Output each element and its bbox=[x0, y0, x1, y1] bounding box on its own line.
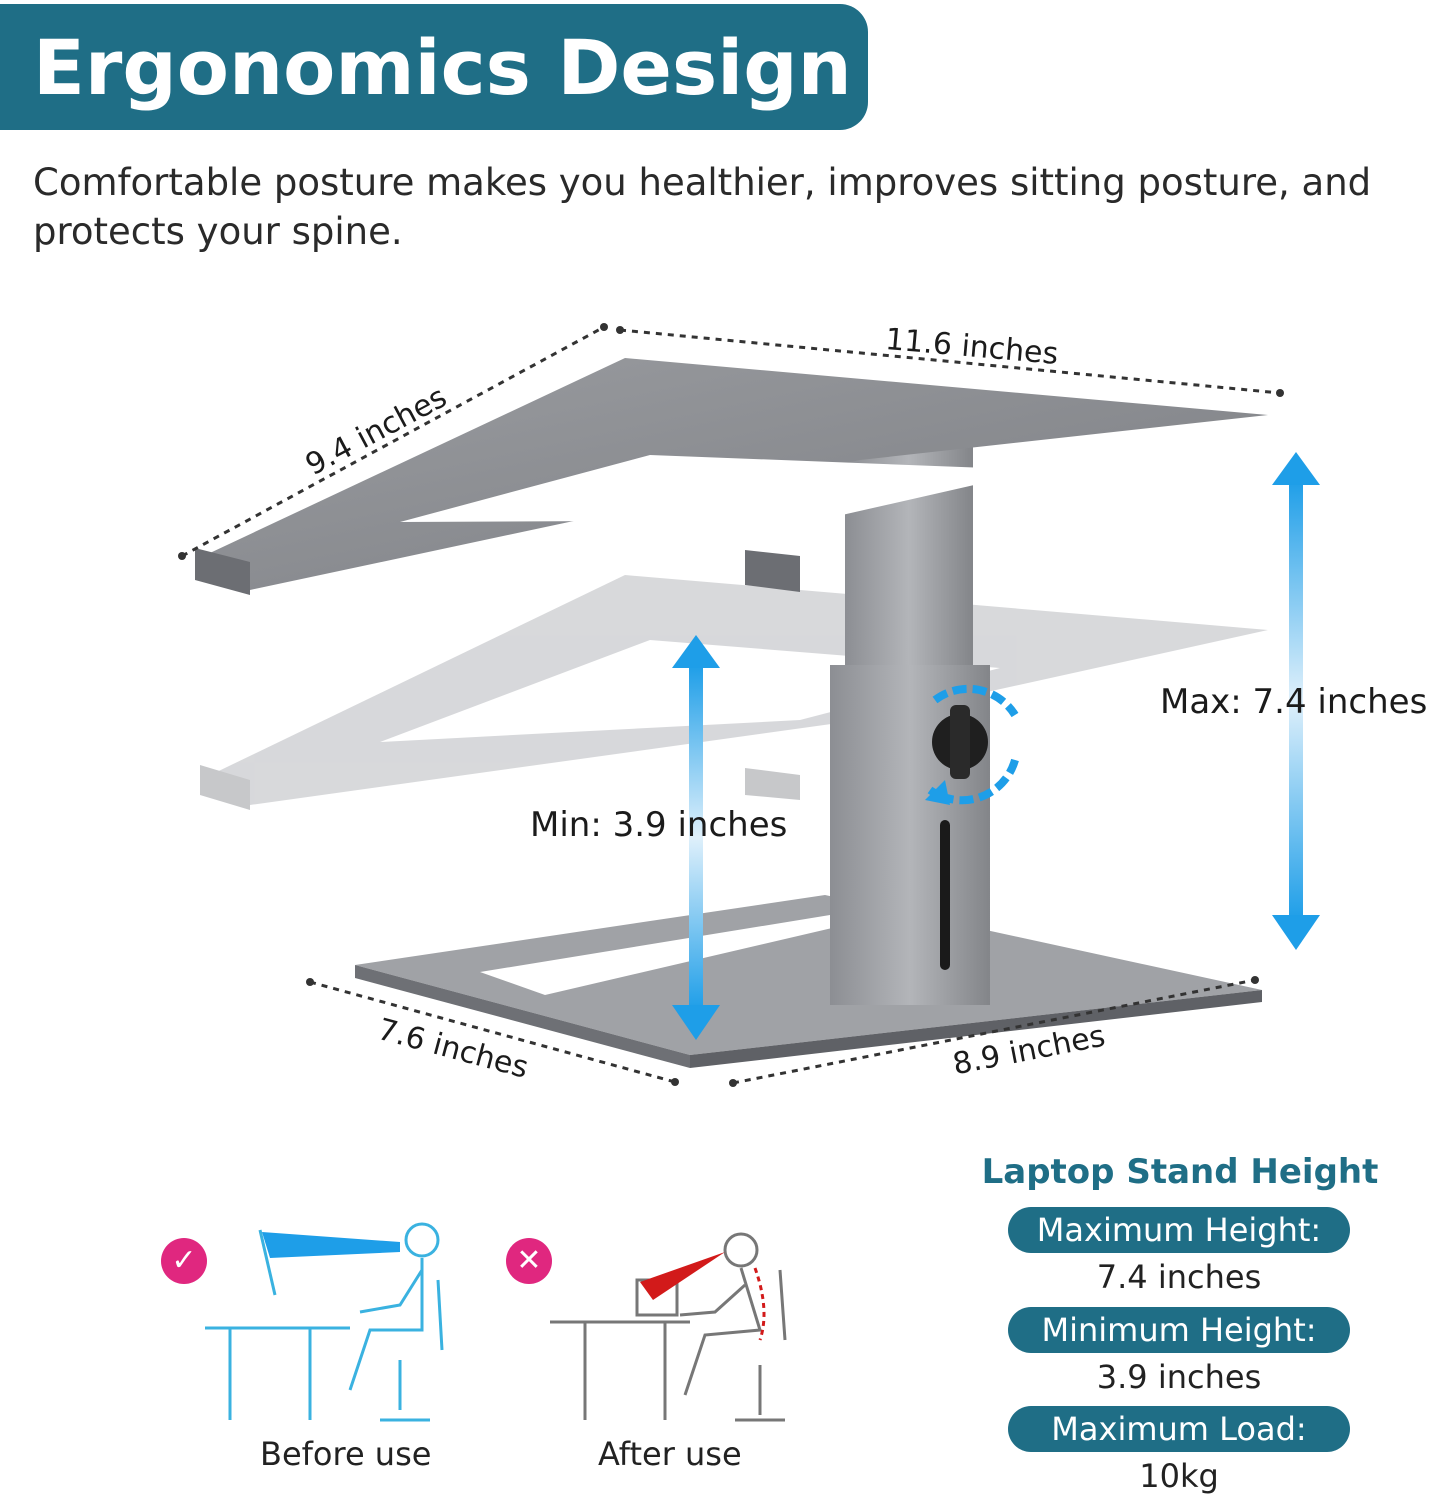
spec-value-max-load: 10kg bbox=[1139, 1457, 1219, 1495]
laptop-stand-illustration bbox=[178, 323, 1320, 1087]
dimension-lines bbox=[181, 325, 1281, 1085]
stand-tray-lowered bbox=[200, 575, 1268, 810]
cross-icon: ✕ bbox=[506, 1238, 552, 1284]
good-posture-illustration bbox=[205, 1222, 444, 1422]
spec-heading: Laptop Stand Height bbox=[981, 1152, 1379, 1192]
adjustment-knob bbox=[925, 684, 1019, 805]
stand-base bbox=[355, 895, 1262, 1068]
after-use-caption: After use bbox=[598, 1435, 742, 1473]
spec-label-max-height: Maximum Height: bbox=[1008, 1207, 1350, 1253]
check-icon: ✓ bbox=[161, 1238, 207, 1284]
title-banner: Ergonomics Design bbox=[0, 4, 868, 130]
spec-label-max-load: Maximum Load: bbox=[1008, 1406, 1350, 1452]
height-slot bbox=[940, 820, 950, 970]
spec-value-max-height: 7.4 inches bbox=[1096, 1258, 1262, 1296]
page-subtitle: Comfortable posture makes you healthier,… bbox=[33, 161, 1372, 253]
page-title: Ergonomics Design bbox=[33, 23, 852, 112]
max-height-arrow bbox=[1272, 452, 1320, 950]
stand-tray-raised bbox=[195, 358, 1268, 595]
before-use-caption: Before use bbox=[260, 1435, 432, 1473]
spec-label-min-height: Minimum Height: bbox=[1008, 1307, 1350, 1353]
max-height-label: Max: 7.4 inches bbox=[1160, 682, 1428, 722]
min-height-label: Min: 3.9 inches bbox=[530, 805, 788, 845]
min-height-arrow bbox=[672, 635, 720, 1040]
bad-posture-illustration bbox=[550, 1232, 787, 1422]
spec-value-min-height: 3.9 inches bbox=[1096, 1358, 1262, 1396]
